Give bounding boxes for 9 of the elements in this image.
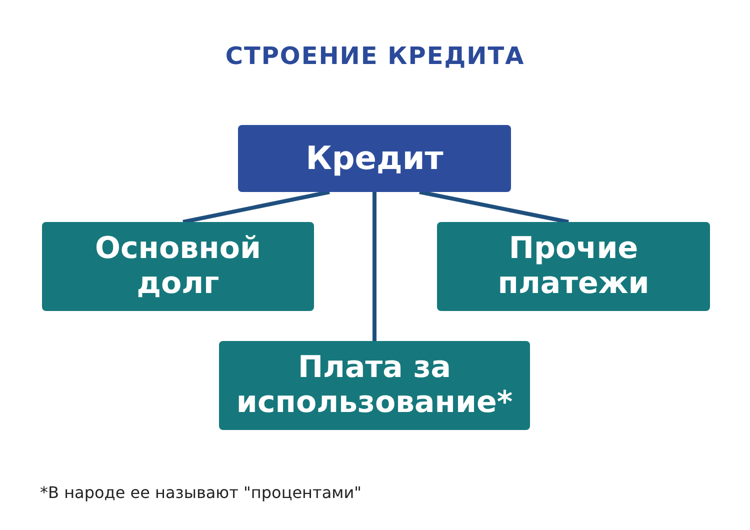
diagram-title: СТРОЕНИЕ КРЕДИТА <box>224 42 526 70</box>
node-box: Прочие платежи <box>437 222 710 311</box>
connector-line <box>419 190 569 224</box>
connector-line <box>372 192 376 341</box>
node-box: Основной долг <box>42 222 314 311</box>
node-box: Плата за использование* <box>219 341 530 430</box>
node-box: Кредит <box>238 125 511 192</box>
footnote: *В народе ее называют "процентами" <box>40 483 362 502</box>
connector-line <box>182 190 330 224</box>
